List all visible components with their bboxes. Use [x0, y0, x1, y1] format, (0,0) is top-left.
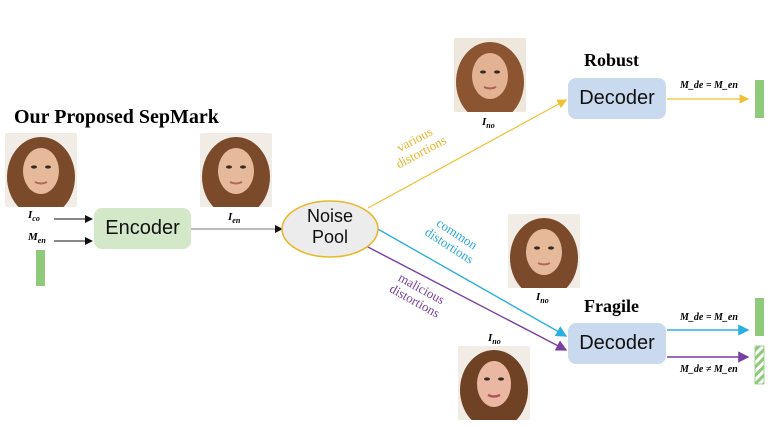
- fragile-title: Fragile: [584, 296, 639, 316]
- noise-pool-shape: [281, 200, 379, 258]
- robust-title: Robust: [584, 50, 640, 70]
- label-ien: Ien: [228, 211, 241, 226]
- fragile-output-equation-2: M_de ≠ M_en: [680, 364, 738, 375]
- label-men: Men: [28, 231, 46, 246]
- noise-pool-line1: Noise: [306, 206, 354, 226]
- message-bar-input: [36, 250, 45, 286]
- encoder-block: Encoder: [94, 208, 191, 249]
- noised-image-common: [508, 214, 580, 288]
- label-ino-malicious: Ino: [488, 332, 501, 347]
- cover-image: [5, 133, 77, 207]
- main-title: Our Proposed SepMark: [14, 106, 219, 128]
- fragile-output-equation-1: M_de = M_en: [680, 312, 738, 323]
- common-arrow: [375, 227, 568, 337]
- encoded-image: [200, 133, 272, 207]
- malicious-arrow: [365, 245, 568, 351]
- message-bar-fragile-intact: [755, 298, 764, 336]
- noise-pool-line2: Pool: [311, 227, 349, 247]
- noised-image-malicious: [458, 346, 530, 420]
- fragile-decoder-block: Decoder: [568, 323, 666, 364]
- noise-pool-label: Noise Pool: [282, 206, 378, 252]
- label-ico: Ico: [28, 209, 40, 224]
- robust-decoder-block: Decoder: [568, 78, 666, 119]
- label-ino-various: Ino: [482, 116, 495, 131]
- robust-output-equation: M_de = M_en: [680, 80, 738, 91]
- message-bar-fragile-broken: [754, 345, 765, 385]
- noised-image-various: [454, 38, 526, 112]
- label-ino-common: Ino: [536, 291, 549, 306]
- various-arrow: [367, 99, 568, 209]
- message-bar-robust: [755, 80, 764, 118]
